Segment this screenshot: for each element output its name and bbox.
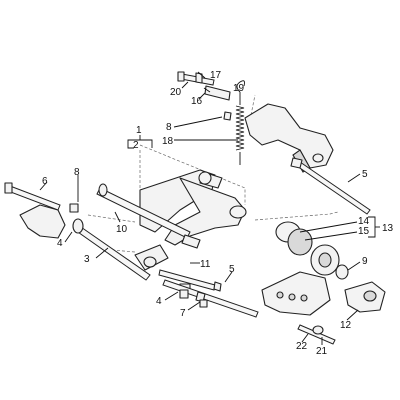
spring-bolt-assembly (177, 71, 232, 121)
callout-labels: 1 2 3 4 4 5 5 6 7 8 8 9 10 11 12 13 14 1… (42, 70, 394, 357)
callout-19: 19 (233, 83, 245, 94)
lower-bolt-washer (297, 324, 336, 345)
callout-17: 17 (210, 70, 222, 81)
callout-15: 15 (358, 226, 370, 237)
callout-13: 13 (382, 223, 394, 234)
callout-4-left: 4 (57, 238, 63, 249)
group-bracket-13 (368, 216, 380, 238)
callout-6: 6 (42, 176, 48, 187)
callout-14: 14 (358, 216, 370, 227)
callout-22: 22 (296, 341, 308, 352)
lower-arm-rod (72, 218, 169, 281)
callout-2: 2 (133, 140, 139, 151)
callout-8-top: 8 (166, 122, 172, 133)
callout-9: 9 (362, 256, 368, 267)
assembly-guides (87, 94, 339, 253)
lower-nut-parts (179, 289, 208, 308)
callout-7: 7 (180, 308, 186, 319)
bushing-stack (275, 221, 340, 276)
callout-20: 20 (170, 87, 182, 98)
lower-link-plate (261, 271, 331, 316)
upper-mount-bracket (244, 103, 334, 173)
callout-4-lower: 4 (156, 296, 162, 307)
tension-spring (235, 80, 245, 165)
cap-and-clip (335, 264, 386, 313)
leader-lines (39, 71, 361, 345)
callout-21: 21 (316, 346, 328, 357)
callout-11: 11 (200, 259, 211, 270)
callout-16: 16 (191, 96, 203, 107)
long-bolt-upper (290, 157, 371, 215)
callout-8-left: 8 (74, 167, 80, 178)
pivot-shaft (96, 183, 201, 249)
left-mount-bracket (4, 182, 79, 239)
callout-5-upper: 5 (362, 169, 368, 180)
callout-10: 10 (116, 224, 128, 235)
group-bracket-1-2 (127, 135, 153, 190)
callout-12: 12 (340, 320, 352, 331)
callout-18: 18 (162, 136, 174, 147)
callout-1: 1 (136, 125, 142, 136)
callout-3: 3 (84, 254, 90, 265)
callout-5-lower: 5 (229, 264, 235, 275)
swingarm-frame (139, 169, 247, 246)
